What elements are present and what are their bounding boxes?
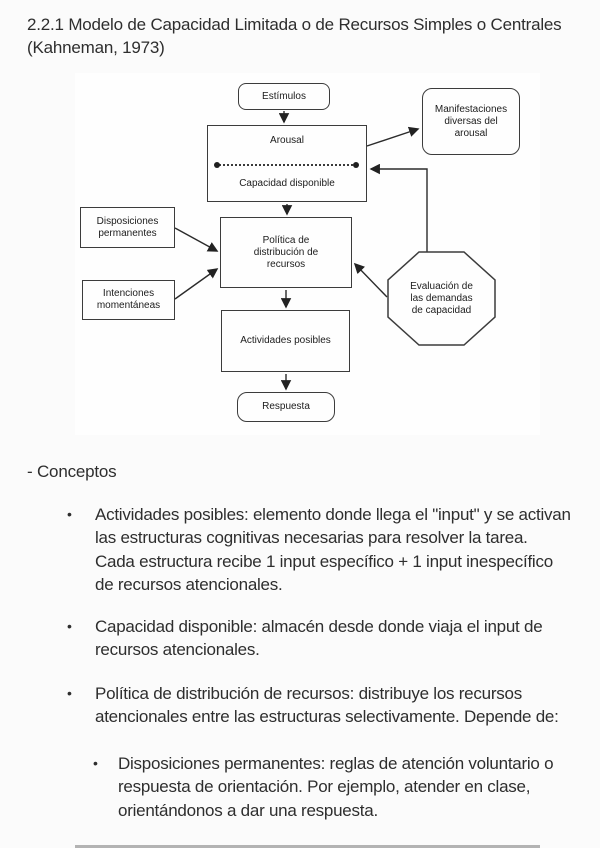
node-evaluacion: Evaluación de las demandas de capacidad xyxy=(388,252,495,345)
node-manifestaciones: Manifestaciones diversas del arousal xyxy=(422,88,520,155)
list-item-capacidad: • Capacidad disponible: almacén desde do… xyxy=(27,615,571,662)
node-arousal-label: Arousal xyxy=(270,135,304,146)
arrow-arousal-to-manifestaciones xyxy=(366,126,420,147)
node-manifestaciones-label: Manifestaciones diversas del arousal xyxy=(434,103,508,139)
list-item-disposiciones: • Disposiciones permanentes: reglas de a… xyxy=(27,752,573,822)
node-respuesta-label: Respuesta xyxy=(262,401,310,412)
node-actividades-label: Actividades posibles xyxy=(240,335,331,346)
bullet-dot: • xyxy=(67,506,72,522)
node-politica: Política de distribución de recursos xyxy=(220,217,352,288)
arrow-disposiciones-to-politica xyxy=(174,227,219,252)
node-respuesta: Respuesta xyxy=(237,392,335,422)
page-title: 2.2.1 Modelo de Capacidad Limitada o de … xyxy=(27,13,578,59)
arrow-evaluacion-to-politica xyxy=(353,262,388,298)
list-item-text: Disposiciones permanentes: reglas de ate… xyxy=(118,754,554,820)
node-intenciones-label: Intenciones momentáneas xyxy=(96,288,161,311)
list-item-text: Actividades posibles: elemento donde lle… xyxy=(95,505,571,595)
node-estimulos-label: Estímulos xyxy=(262,90,306,102)
list-item-politica: • Política de distribución de recursos: … xyxy=(27,682,571,729)
page-title-line-1: 2.2.1 Modelo de Capacidad Limitada o de … xyxy=(27,15,562,34)
node-evaluacion-label: Evaluación de las demandas de capacidad xyxy=(410,280,473,316)
bullet-dot: • xyxy=(67,685,72,701)
next-image-top-edge xyxy=(75,845,540,848)
node-evaluacion-octagon xyxy=(387,251,496,346)
arrow-evaluacion-to-arousal xyxy=(369,163,428,252)
node-actividades: Actividades posibles xyxy=(221,310,350,372)
node-arousal-capacidad: Arousal Capacidad disponible xyxy=(207,125,367,202)
kahneman-model-diagram[interactable]: Estímulos Arousal Capacidad disponible M… xyxy=(75,73,540,435)
diagram-connector-lines xyxy=(174,111,496,391)
list-item-text: Capacidad disponible: almacén desde dond… xyxy=(95,617,543,660)
arrow-intenciones-to-politica xyxy=(174,268,219,300)
capacity-dotted-line xyxy=(214,162,359,168)
node-politica-label: Política de distribución de recursos xyxy=(253,234,319,270)
node-estimulos: Estímulos xyxy=(238,83,330,110)
bullet-dot: • xyxy=(67,618,72,634)
section-heading-conceptos: - Conceptos xyxy=(27,462,117,481)
node-intenciones: Intenciones momentáneas xyxy=(82,280,175,320)
list-item-actividades: • Actividades posibles: elemento donde l… xyxy=(27,503,571,597)
page-title-line-2: (Kahneman, 1973) xyxy=(27,38,165,57)
node-capacidad-label: Capacidad disponible xyxy=(239,178,335,189)
node-disposiciones-label: Disposiciones permanentes xyxy=(96,215,159,239)
bullet-dot: • xyxy=(93,755,98,771)
list-item-text: Política de distribución de recursos: di… xyxy=(95,684,559,727)
node-disposiciones: Disposiciones permanentes xyxy=(80,207,175,248)
